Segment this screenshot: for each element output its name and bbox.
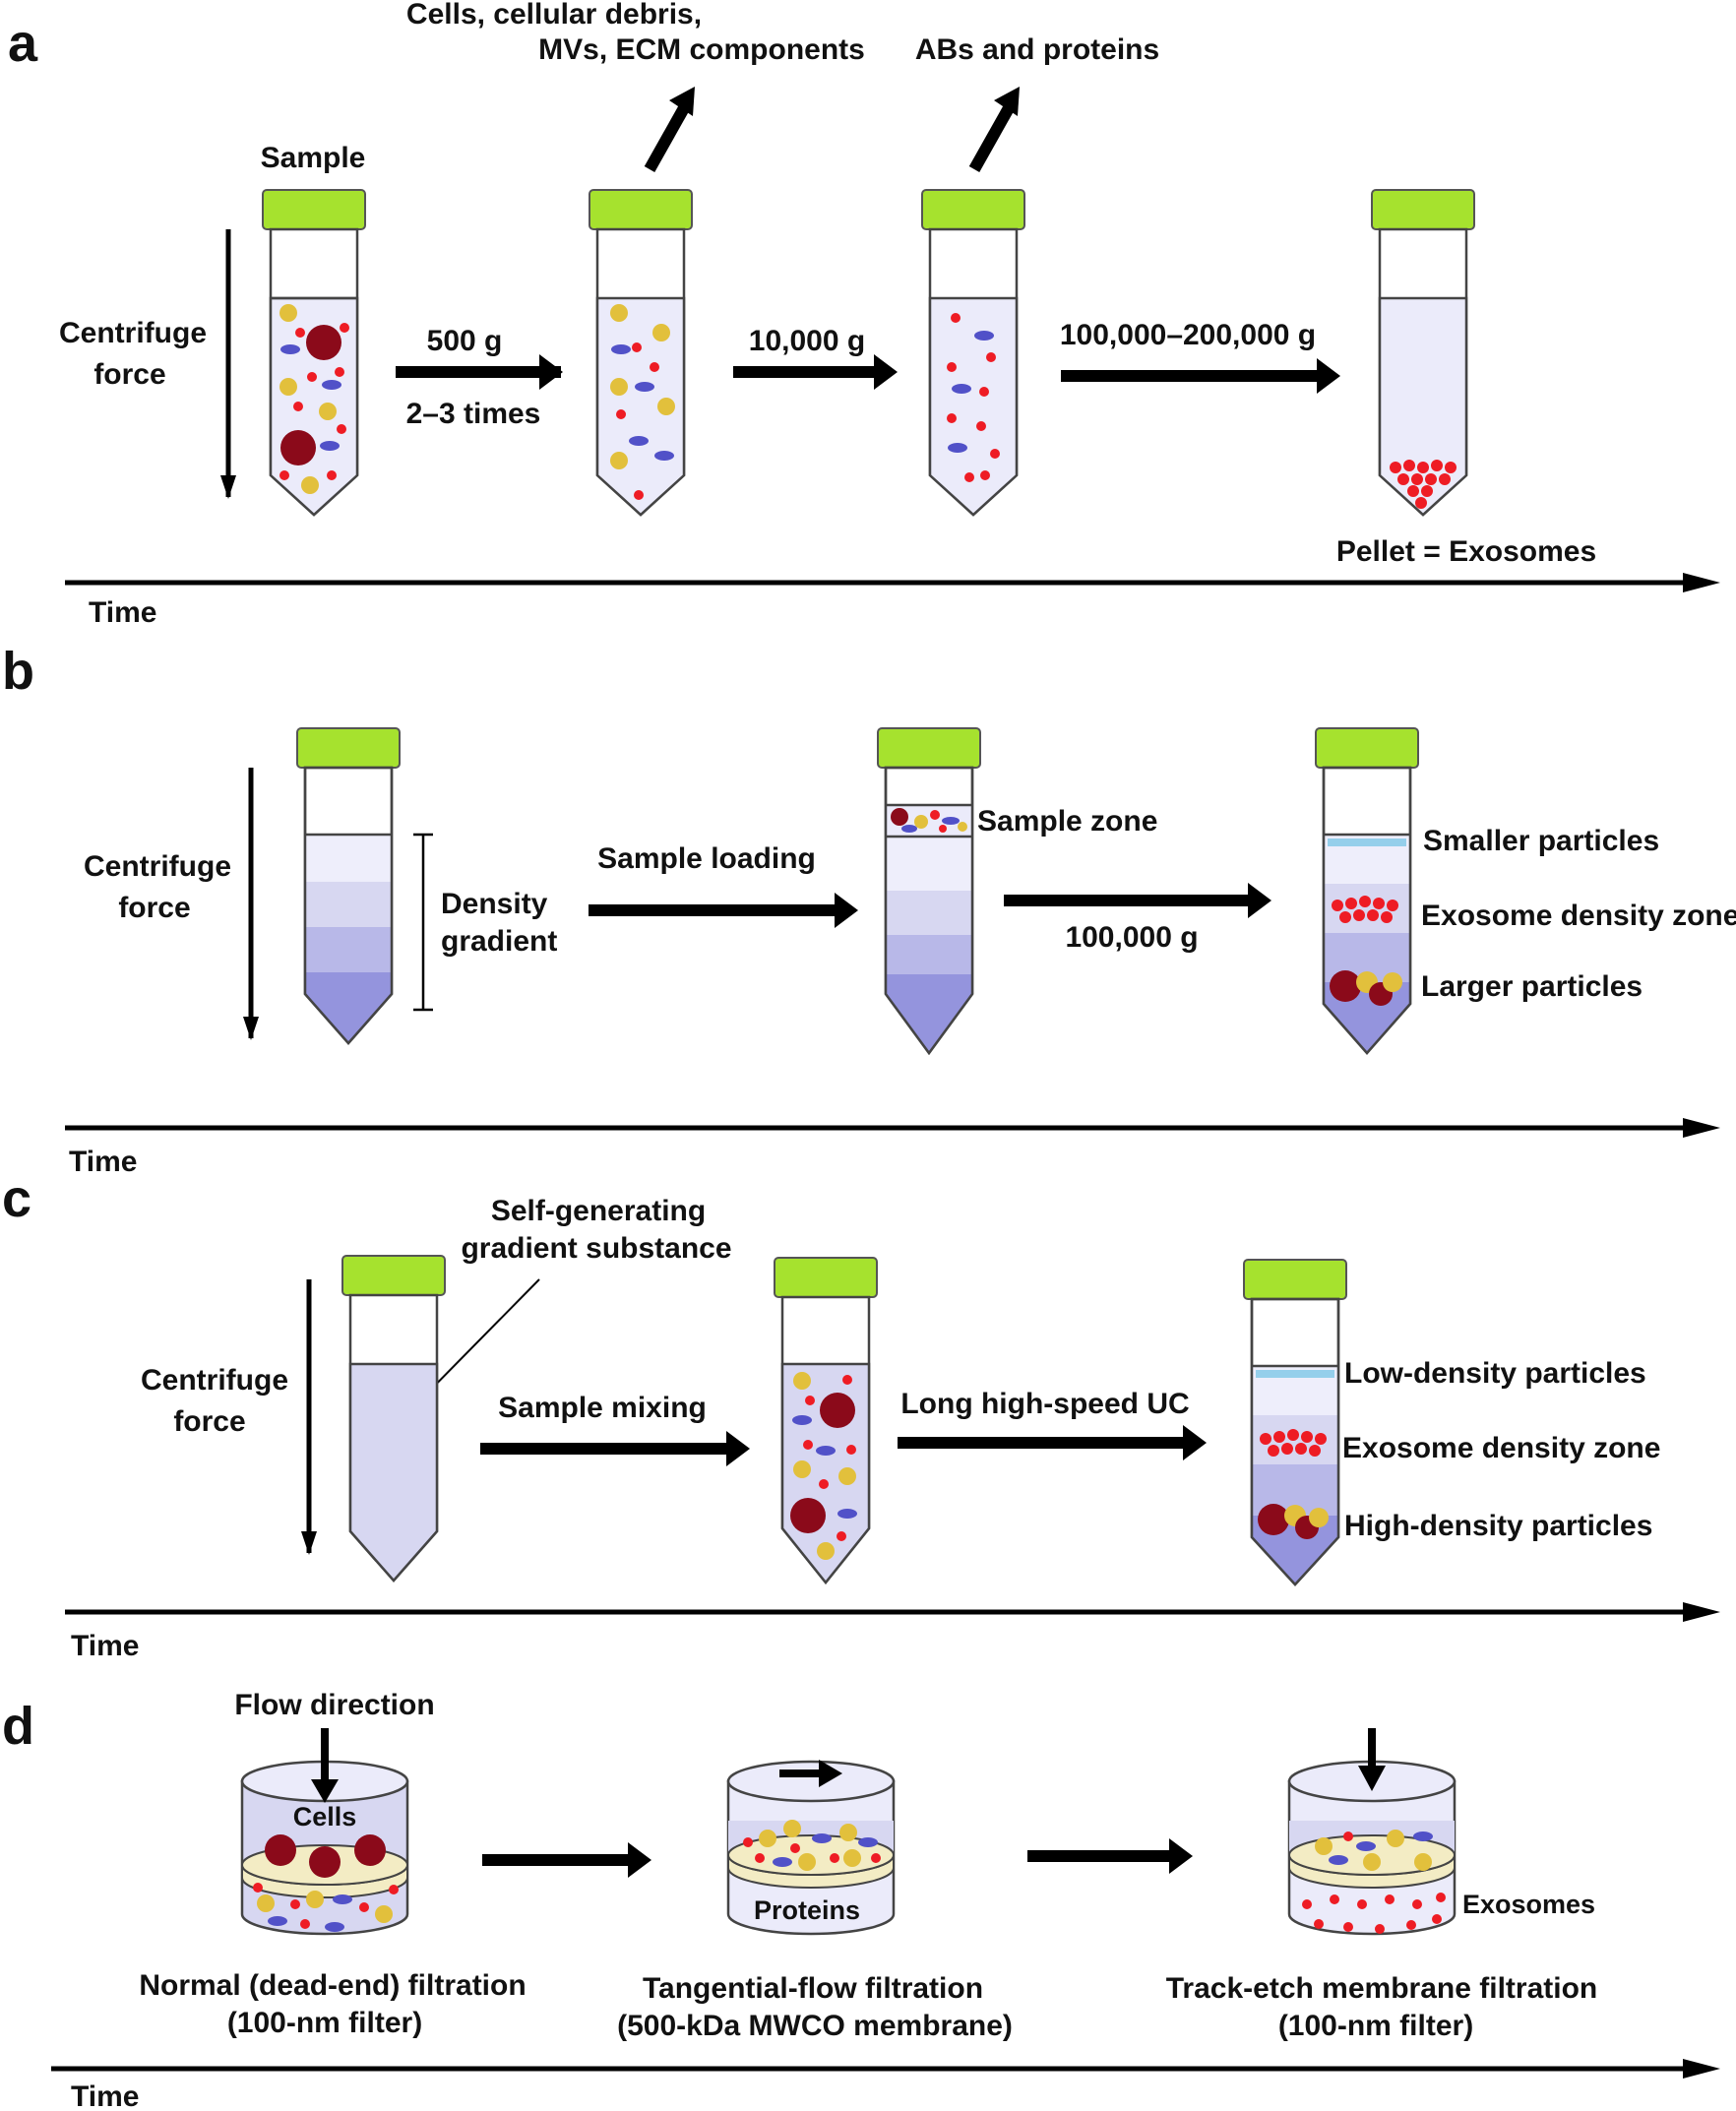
gradient-label-line2: gradient: [441, 925, 557, 958]
tube-c3: [1243, 1259, 1347, 1586]
cells-label: Cells: [293, 1802, 357, 1832]
layer-label-c2: Exosome density zone: [1342, 1432, 1660, 1464]
time-label-d: Time: [71, 2080, 139, 2111]
force-label-line2: force: [93, 358, 165, 391]
exosomes-label: Exosomes: [1462, 1890, 1595, 1919]
gradient-label-line1: Density: [441, 888, 548, 920]
proteins-label: Proteins: [754, 1895, 860, 1925]
step1-repeat: 2–3 times: [406, 398, 541, 430]
step3-speed: 100,000–200,000 g: [1060, 319, 1316, 351]
tube-a3: [921, 189, 1025, 517]
removal-arrow-2: [968, 103, 1016, 172]
panel-d: d Flow direction Cells Normal: [2, 1689, 1720, 2111]
filter2-label-line2: (500-kDa MWCO membrane): [617, 2010, 1013, 2042]
sample-zone-label: Sample zone: [977, 805, 1157, 838]
tube-b2: [877, 727, 981, 1056]
layer-label-b3: Larger particles: [1421, 970, 1643, 1003]
time-label-b: Time: [69, 1146, 137, 1178]
tube-b1: [296, 727, 401, 1045]
substance-label-line2: gradient substance: [461, 1232, 731, 1265]
track-etch-filter: [1287, 1728, 1457, 1936]
panel-a: a Cells, cellular debris, MVs, ECM compo…: [8, 0, 1720, 629]
filter2-label-line1: Tangential-flow filtration: [643, 1972, 983, 2005]
removed-label-1-line1: Cells, cellular debris,: [406, 0, 702, 31]
time-label-c: Time: [71, 1630, 139, 1662]
panel-letter-b: b: [2, 642, 34, 701]
tube-a1: [262, 189, 366, 517]
force-label-b-line1: Centrifuge: [84, 850, 231, 883]
exosome-pellet: [1390, 460, 1457, 509]
force-label-line1: Centrifuge: [59, 317, 207, 349]
removed-label-2: ABs and proteins: [915, 33, 1159, 66]
force-label-c-line1: Centrifuge: [141, 1364, 288, 1397]
layer-label-c1: Low-density particles: [1344, 1357, 1646, 1390]
dark-red-particle: [306, 325, 341, 360]
time-label-a: Time: [89, 596, 156, 629]
tube-c2: [774, 1257, 878, 1585]
panel-b: b Centrifuge force Density gradient Samp…: [2, 642, 1736, 1178]
pellet-label: Pellet = Exosomes: [1336, 535, 1596, 568]
step2-speed: 10,000 g: [749, 325, 865, 357]
loading-label: Sample loading: [597, 842, 816, 875]
tube-c1: [341, 1255, 446, 1583]
filter3-label-line1: Track-etch membrane filtration: [1166, 1972, 1597, 2005]
tube-a1-particles: [279, 304, 349, 494]
tube-a4: [1371, 189, 1475, 517]
removal-arrow-1: [644, 103, 691, 172]
speed-label-b: 100,000 g: [1065, 921, 1198, 954]
panel-c: c Self-generating gradient substance Cen…: [2, 1169, 1720, 1662]
dead-end-filter: Cells: [240, 1728, 409, 1936]
filter1-label-line1: Normal (dead-end) filtration: [139, 1969, 526, 2002]
step1-speed: 500 g: [427, 325, 503, 357]
panel-letter-a: a: [8, 14, 38, 73]
layer-label-b2: Exosome density zone: [1421, 900, 1736, 932]
filter1-label-line2: (100-nm filter): [227, 2007, 422, 2039]
tube-cap: [262, 189, 366, 230]
layer-label-c3: High-density particles: [1344, 1510, 1652, 1542]
smaller-particles-band: [1328, 838, 1406, 846]
uc-label: Long high-speed UC: [900, 1388, 1189, 1420]
tangential-flow-filter: Proteins: [726, 1760, 896, 1936]
tube-a2: [589, 189, 693, 517]
sample-label: Sample: [261, 142, 366, 174]
removed-label-1-line2: MVs, ECM components: [538, 33, 865, 66]
yellow-particle: [279, 304, 297, 322]
flow-direction-label: Flow direction: [234, 1689, 434, 1721]
force-label-b-line2: force: [118, 892, 190, 924]
gradient-bracket: [413, 833, 433, 1012]
force-label-c-line2: force: [173, 1405, 245, 1438]
substance-label-line1: Self-generating: [491, 1195, 706, 1227]
tube-b3: [1315, 727, 1419, 1055]
layer-label-b1: Smaller particles: [1423, 825, 1659, 857]
panel-letter-c: c: [2, 1169, 31, 1228]
filter3-label-line2: (100-nm filter): [1278, 2010, 1473, 2042]
mixing-label: Sample mixing: [498, 1392, 707, 1424]
exosome-zone-dots: [1332, 896, 1398, 923]
panel-letter-d: d: [2, 1697, 34, 1756]
